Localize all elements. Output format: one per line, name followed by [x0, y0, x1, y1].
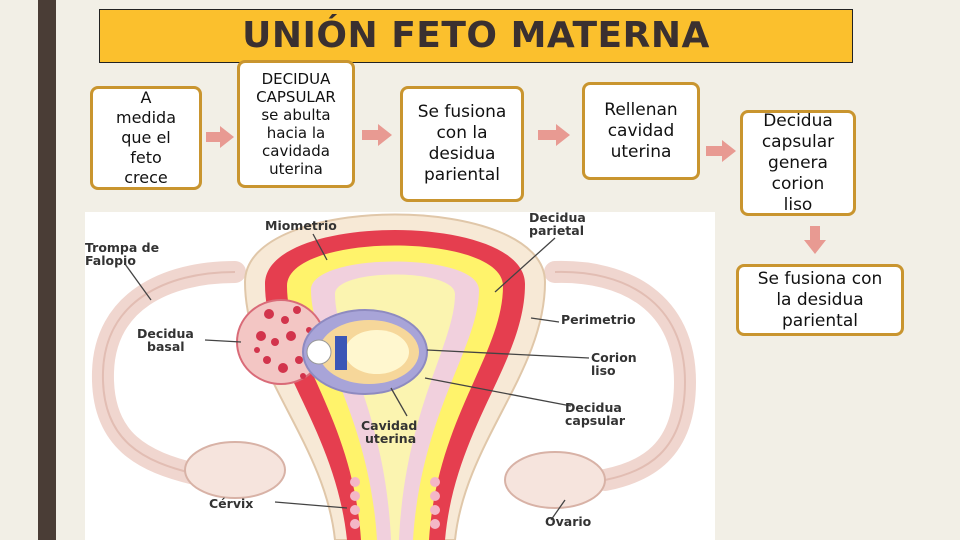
label-cavidad-2: uterina: [365, 431, 416, 446]
label-decidua-capsular-2: capsular: [565, 413, 626, 428]
label-trompa-2: Falopio: [85, 253, 136, 268]
label-decidua-basal-1: Decidua: [137, 326, 194, 341]
step-box-5-text: Decidua capsular genera corion liso: [761, 110, 835, 215]
label-ovario: Ovario: [545, 514, 592, 529]
arrow-down-icon: [804, 226, 826, 254]
step-box-6-text: Se fusiona con la desidua pariental: [757, 268, 883, 331]
step-box-4: Rellenan cavidad uterina: [582, 82, 700, 180]
label-cavidad-1: Cavidad: [361, 418, 417, 433]
arrow-right-icon: [538, 124, 570, 146]
label-decidua-parietal-2: parietal: [529, 223, 584, 238]
arrow-right-icon: [206, 126, 234, 148]
right-ovary: [504, 451, 606, 509]
label-decidua-parietal-1: Decidua: [529, 212, 586, 225]
page-title: UNIÓN FETO MATERNA: [242, 15, 710, 56]
yolk-sac: [306, 339, 332, 365]
label-corion-2: liso: [591, 363, 616, 378]
step-box-2: DECIDUA CAPSULAR se abulta hacia la cavi…: [237, 60, 355, 188]
left-ovary: [184, 441, 286, 499]
villi-cluster: [254, 306, 312, 379]
label-perimetrio: Perimetrio: [561, 312, 636, 327]
step-box-3: Se fusiona con la desidua pariental: [400, 86, 524, 202]
label-miometrio: Miometrio: [265, 218, 337, 233]
label-trompa-1: Trompa de: [85, 240, 159, 255]
embryonic-disc: [335, 336, 347, 370]
amniotic-cavity: [345, 330, 409, 374]
leader-lines: [124, 233, 590, 521]
step-box-2-text: DECIDUA CAPSULAR se abulta hacia la cavi…: [256, 70, 336, 178]
right-fallopian-tube: [544, 260, 697, 491]
cervical-glands: [350, 477, 440, 529]
step-box-1: A medida que el feto crece: [90, 86, 202, 190]
left-fallopian-tube: [91, 261, 246, 485]
step-box-6: Se fusiona con la desidua pariental: [736, 264, 904, 336]
arrow-right-icon: [706, 140, 736, 162]
label-cervix: Cérvix: [209, 496, 253, 511]
title-banner: UNIÓN FETO MATERNA: [99, 9, 853, 63]
step-box-5: Decidua capsular genera corion liso: [740, 110, 856, 216]
step-box-1-text: A medida que el feto crece: [116, 88, 176, 187]
label-decidua-capsular-1: Decidua: [565, 400, 622, 415]
label-decidua-basal-2: basal: [147, 339, 185, 354]
step-box-3-text: Se fusiona con la desidua pariental: [417, 102, 507, 185]
arrow-right-icon: [362, 124, 392, 146]
label-corion-1: Corion: [591, 350, 637, 365]
uterus-illustration: Miometrio Decidua parietal Trompa de Fal…: [85, 212, 715, 540]
side-bar: [38, 0, 56, 540]
step-box-4-text: Rellenan cavidad uterina: [604, 99, 678, 162]
